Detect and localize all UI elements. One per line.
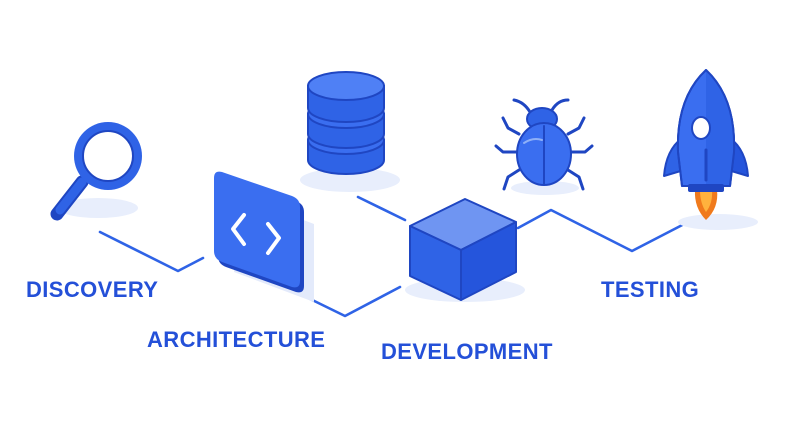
bug-icon bbox=[494, 98, 594, 195]
testing-label: TESTING bbox=[601, 277, 700, 302]
connector-discovery-architecture bbox=[98, 230, 205, 273]
discovery-label: DISCOVERY bbox=[26, 277, 159, 302]
development-label: DEVELOPMENT bbox=[381, 339, 553, 364]
connector-lines bbox=[98, 195, 692, 318]
connector-development-testing bbox=[516, 208, 692, 253]
magnifier-icon bbox=[50, 122, 142, 221]
database-icon bbox=[300, 71, 400, 192]
rocket-icon bbox=[663, 69, 758, 230]
code-brackets-icon bbox=[214, 171, 314, 302]
architecture-label: ARCHITECTURE bbox=[147, 327, 326, 352]
connector-database-development bbox=[356, 195, 407, 222]
cube-icon bbox=[405, 198, 525, 302]
connector-architecture-development bbox=[298, 285, 402, 318]
